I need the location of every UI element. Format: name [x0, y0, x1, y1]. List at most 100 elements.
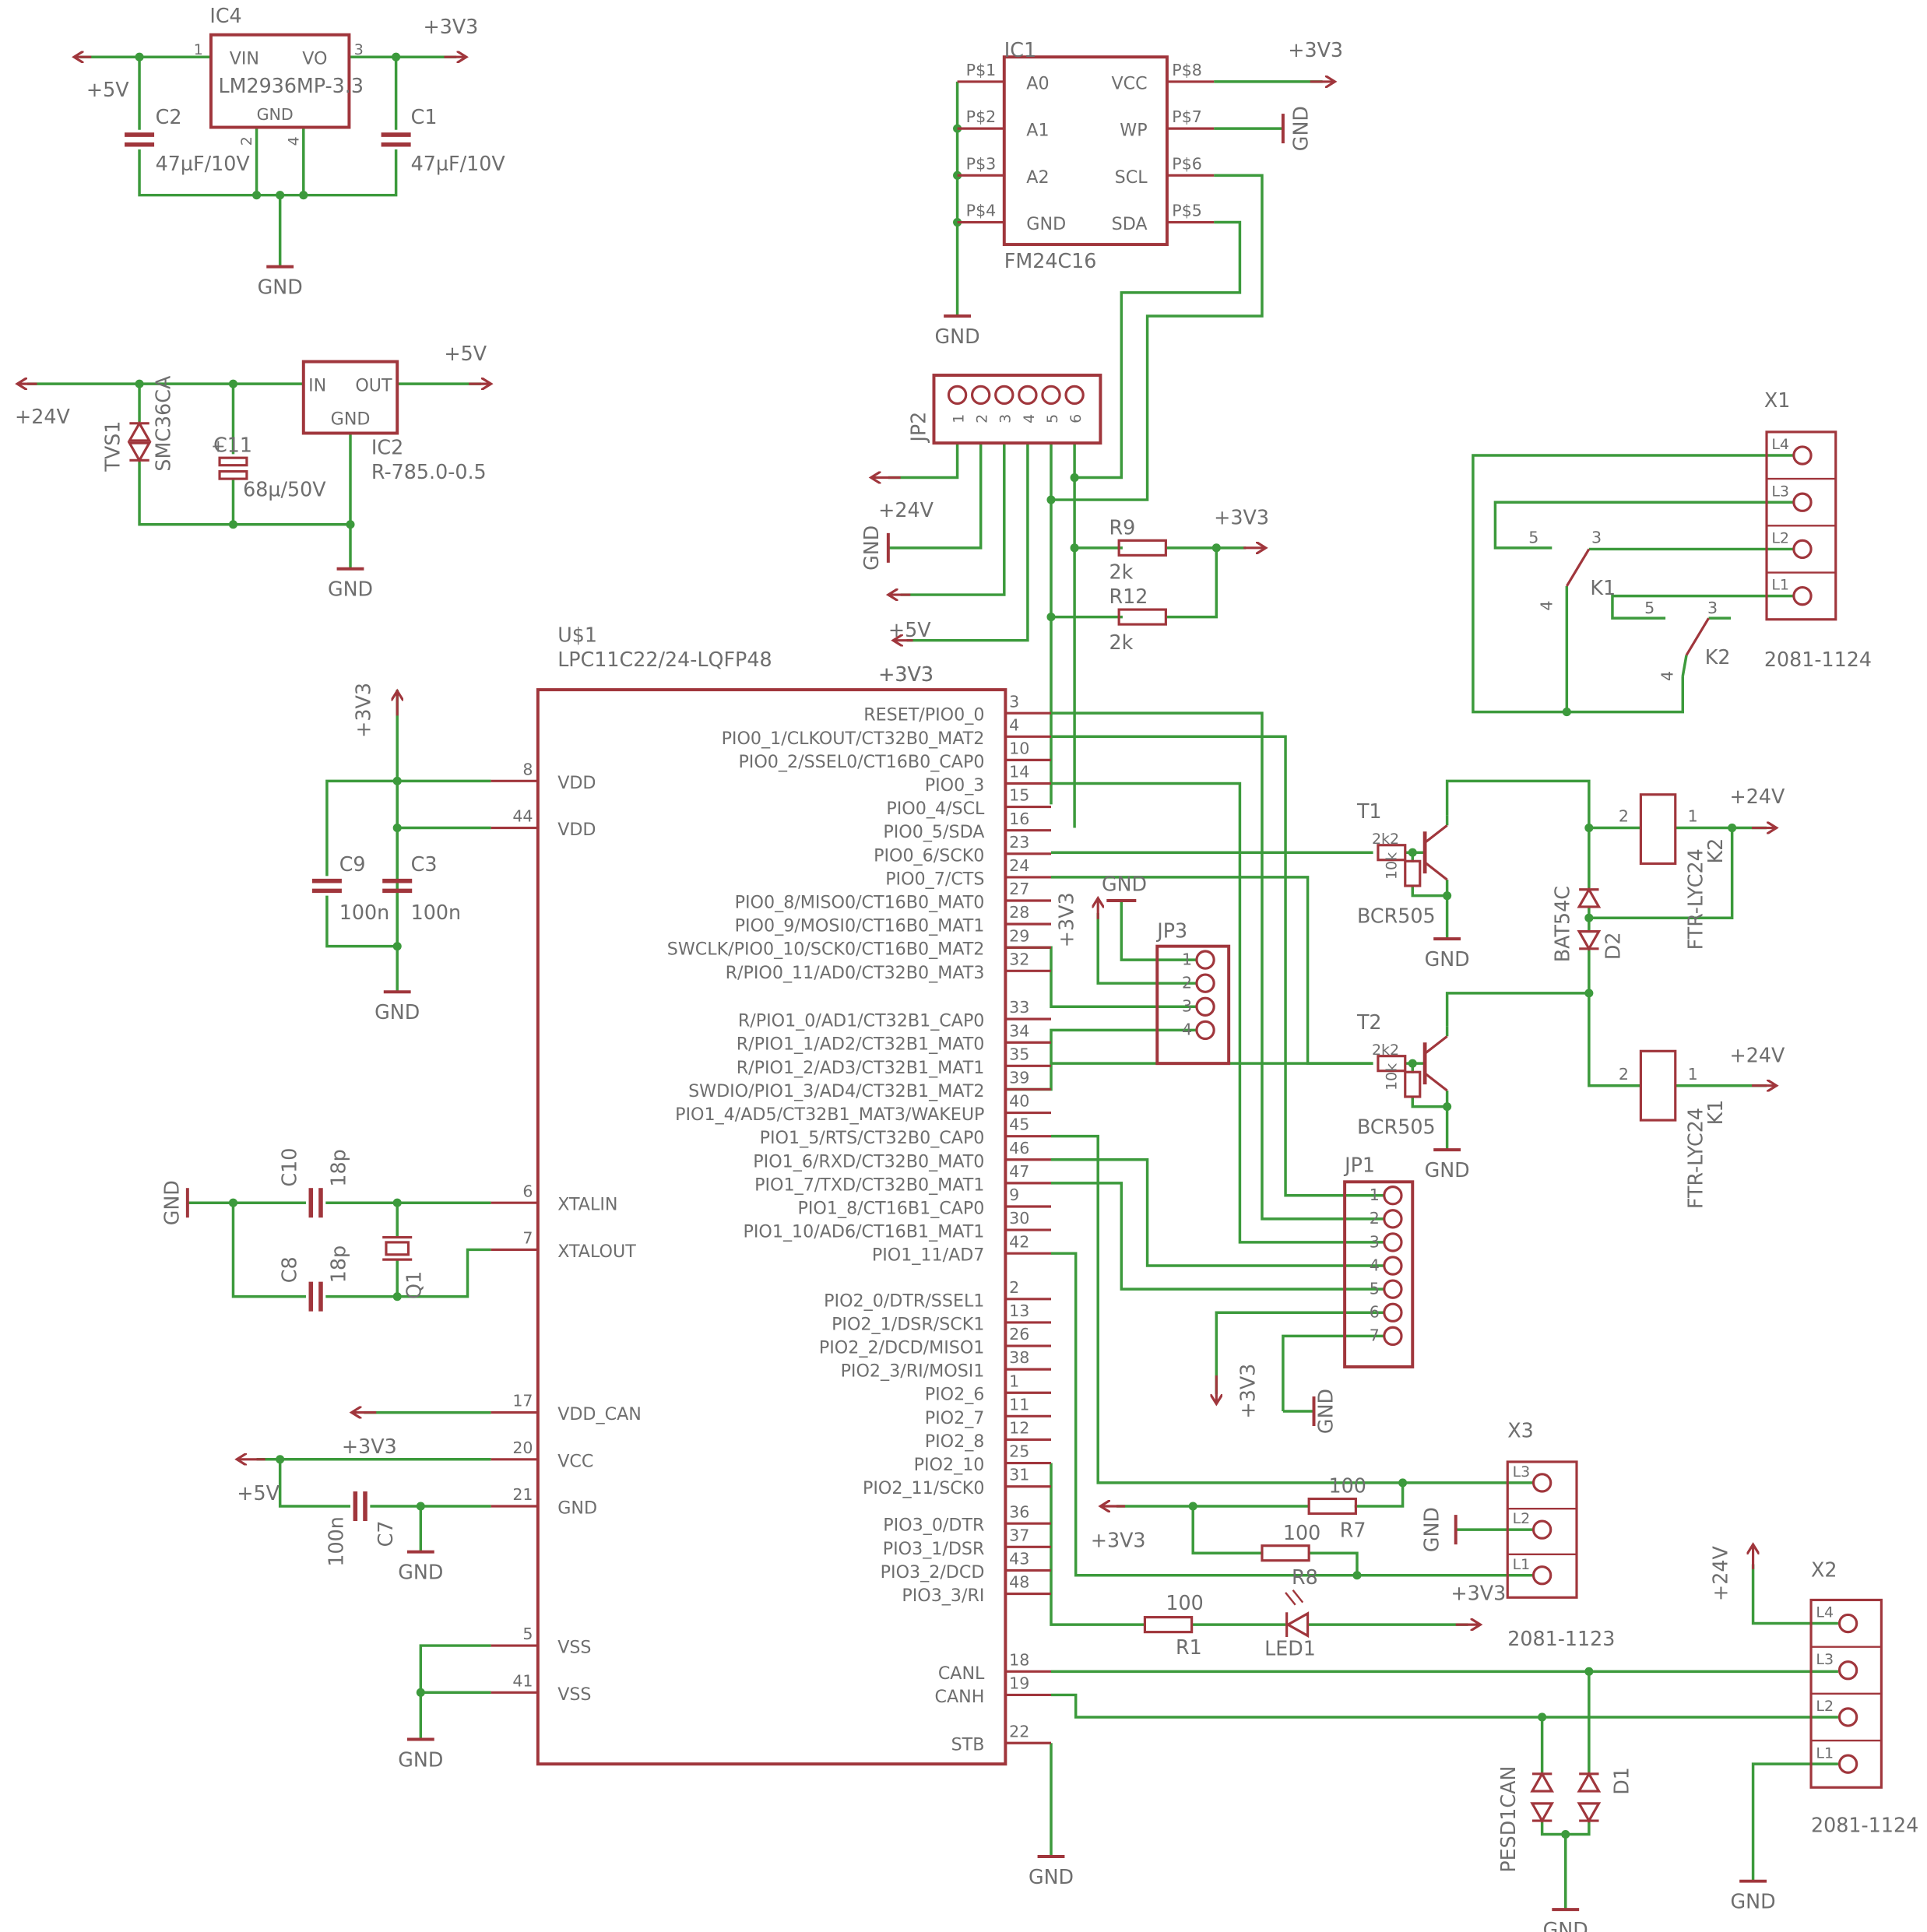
- pin-name: CANL: [938, 1663, 985, 1684]
- x2-pin: [1837, 1754, 1858, 1774]
- junction-dot: [1562, 708, 1571, 717]
- pin-number: 24: [1009, 856, 1029, 875]
- t2-part: BCR505: [1357, 1115, 1436, 1138]
- k2-part: FTR-LYC24: [1684, 848, 1707, 950]
- d2-name: D2: [1601, 932, 1624, 960]
- pin-number: 26: [1009, 1325, 1029, 1344]
- pin-name: PIO1_8/CT16B1_CAP0: [798, 1198, 985, 1218]
- d2-diode: [1577, 887, 1602, 908]
- pin-number: 5: [1528, 529, 1538, 547]
- wire: [906, 443, 1029, 642]
- pin-name: R/PIO1_1/AD2/CT32B1_MAT0: [737, 1034, 985, 1055]
- wire: [138, 149, 398, 197]
- pin-number: 13: [1009, 1301, 1029, 1320]
- ic4-pin-vin: VIN: [230, 49, 259, 69]
- junction-dot: [392, 823, 402, 833]
- t1-rbe-value: 10k: [1384, 852, 1401, 880]
- r7-value: 100: [1329, 1474, 1366, 1498]
- wire: [1191, 1506, 1264, 1554]
- k1-contact-label: K1: [1590, 576, 1616, 599]
- ic1-pin-name: GND: [1026, 214, 1066, 234]
- x3-part: 2081-1123: [1507, 1627, 1615, 1650]
- jp3-pin: [1195, 973, 1215, 993]
- pin-number: 9: [1009, 1186, 1019, 1204]
- led1-ray: [1292, 1590, 1304, 1604]
- junction-dot: [1046, 495, 1056, 504]
- wire: [1051, 1252, 1534, 1577]
- wire: [1354, 1482, 1405, 1508]
- pin-name: CANH: [935, 1687, 985, 1707]
- jp2-name: JP2: [906, 412, 930, 444]
- pin-number: L1: [1816, 1744, 1834, 1762]
- junction-dot: [1584, 823, 1594, 833]
- pin-number: L3: [1513, 1463, 1531, 1481]
- x2-pin: [1837, 1660, 1858, 1681]
- c10-name: C10: [277, 1148, 301, 1187]
- wire: [1051, 711, 1384, 1221]
- net-label-3v3: +3V3: [1236, 1364, 1259, 1419]
- jp1-pin: [1383, 1256, 1403, 1276]
- wire: [325, 895, 398, 948]
- junction-dot: [228, 520, 238, 529]
- junction-dot: [1728, 823, 1737, 833]
- gnd-label: GND: [1731, 1890, 1776, 1913]
- pin-name: PIO0_6/SCK0: [874, 845, 984, 866]
- c11-capacitor: [218, 470, 248, 480]
- net-label-3v3: +3V3: [1214, 506, 1269, 529]
- x2-pin: [1837, 1613, 1858, 1634]
- pin-number: 46: [1009, 1139, 1029, 1157]
- pin-number: 3: [997, 414, 1014, 423]
- pin-name: PIO0_2/SSEL0/CT16B0_CAP0: [738, 752, 984, 772]
- pin-name: VDD: [557, 820, 596, 840]
- pin-number: 33: [1009, 998, 1029, 1017]
- pin-number: 16: [1009, 810, 1029, 828]
- d1-name: D1: [1610, 1767, 1633, 1795]
- pin-name: VCC: [557, 1451, 593, 1471]
- wire: [1051, 1693, 1838, 1719]
- pin-number: 1: [1688, 1065, 1698, 1084]
- net-label-3v3: +3V3: [1055, 892, 1078, 947]
- pin-name: PIO2_0/DTR/SSEL1: [824, 1291, 984, 1311]
- net-label-3v3: +3V3: [1288, 38, 1343, 61]
- pin-number: 4: [1021, 414, 1038, 423]
- pin-name: PIO2_2/DCD/MISO1: [819, 1338, 985, 1358]
- jp2-body: [932, 374, 1102, 445]
- c11-name: C11: [213, 433, 252, 456]
- pin-number: L2: [1816, 1698, 1834, 1715]
- jp2-pin: [1064, 385, 1085, 406]
- pin-number: 47: [1009, 1162, 1029, 1181]
- pin-number: 7: [1370, 1326, 1380, 1345]
- pin-name: PIO0_7/CTS: [885, 869, 984, 889]
- net-label-3v3: +3V3: [423, 15, 478, 38]
- net-label-24v: +24V: [1729, 785, 1785, 808]
- gnd-label: GND: [374, 1000, 420, 1024]
- t1-base-resistor: [1377, 844, 1407, 862]
- net-label-5v: +5V: [237, 1481, 280, 1505]
- wire: [1096, 912, 1197, 985]
- pin-number: L1: [1513, 1556, 1531, 1573]
- pin-name: PIO3_1/DSR: [883, 1539, 985, 1559]
- pin-number: 27: [1009, 880, 1029, 898]
- junction-dot: [392, 942, 402, 951]
- r9-name: R9: [1109, 515, 1135, 539]
- ic1-pad: P$5: [1172, 202, 1202, 220]
- pin-number: L4: [1771, 436, 1789, 453]
- d1-diode: [1577, 1802, 1602, 1824]
- pin-number: 3: [1591, 529, 1602, 547]
- net-label-5v: +5V: [888, 618, 931, 641]
- gnd-label: GND: [1425, 1158, 1470, 1182]
- net-label-3v3: +3V3: [342, 1435, 397, 1458]
- pin-number: 22: [1009, 1722, 1029, 1741]
- r7-resistor: [1307, 1497, 1357, 1516]
- pin-number: 38: [1009, 1348, 1029, 1367]
- wire: [1472, 454, 1794, 714]
- pin-name: XTALIN: [557, 1195, 617, 1215]
- ic1-pin-name: A0: [1026, 73, 1049, 93]
- pin-number: L4: [1816, 1604, 1834, 1621]
- pin-number: 6: [522, 1182, 533, 1200]
- d1-diode: [1530, 1802, 1555, 1824]
- jp2-pin: [971, 385, 991, 406]
- r12-value: 2k: [1109, 631, 1133, 654]
- t1-name: T1: [1356, 799, 1382, 823]
- pin-name: VSS: [557, 1684, 591, 1705]
